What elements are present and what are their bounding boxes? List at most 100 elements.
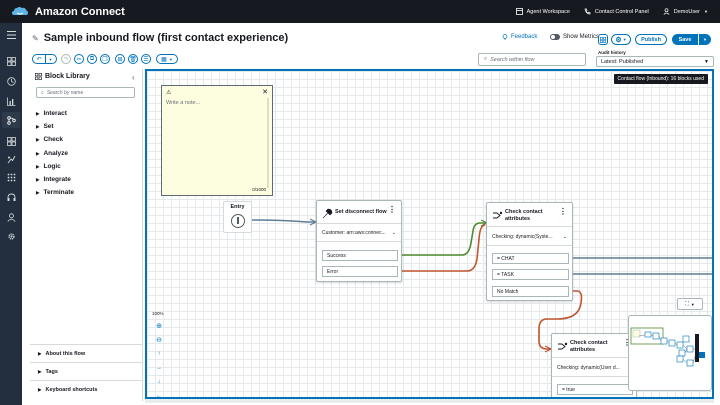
routing-icon[interactable]: [2, 112, 20, 128]
save-button[interactable]: Save: [672, 34, 698, 45]
kebab-menu-icon[interactable]: ⋮: [559, 207, 567, 216]
category-set[interactable]: ▶Set: [36, 123, 54, 130]
category-label: Terminate: [43, 189, 74, 196]
agent-workspace-link[interactable]: Agent Workspace: [516, 8, 570, 15]
pan-down-icon[interactable]: ↓: [153, 376, 165, 388]
category-label: Integrate: [43, 176, 70, 183]
menu-icon[interactable]: [5, 29, 17, 41]
category-interact[interactable]: ▶Interact: [36, 110, 67, 117]
warning-icon: ⚠: [166, 89, 171, 96]
keyboard-shortcuts-label: Keyboard shortcuts: [45, 387, 97, 393]
block-subtitle: Checking: dynamic(Syste...: [492, 234, 553, 240]
caret-right-icon: ▶: [38, 387, 41, 393]
notes-button[interactable]: ☰: [141, 54, 151, 64]
select-icon: ⊞: [117, 56, 122, 63]
tags-section[interactable]: ▶Tags: [30, 362, 143, 380]
category-integrate[interactable]: ▶Integrate: [36, 176, 71, 183]
chevron-down-icon[interactable]: ⌄: [563, 234, 567, 240]
headset-icon[interactable]: [5, 191, 17, 203]
zoom-in-icon[interactable]: ⊕: [153, 320, 165, 332]
zoom-out-icon[interactable]: ⊖: [153, 334, 165, 346]
undo-icon: ↶: [37, 56, 42, 63]
block-library-title: Block Library: [45, 73, 90, 80]
contact-control-panel-link[interactable]: Contact Control Panel: [584, 8, 649, 15]
nav-rail: [0, 23, 22, 405]
flow-canvas[interactable]: Contact flow (Inbound): 16 blocks used ⚠…: [145, 69, 714, 399]
analytics-icon[interactable]: [5, 95, 17, 107]
app-title: Amazon Connect: [35, 6, 125, 18]
flow-search-input[interactable]: ⌕ Search within flow: [478, 53, 586, 66]
minimap-icon: ⛶: [685, 301, 689, 307]
agent-apps-icon[interactable]: [5, 153, 17, 165]
cut-button[interactable]: ✂: [74, 54, 84, 64]
kebab-menu-icon[interactable]: ⋮: [388, 205, 396, 214]
minimap-toggle-button[interactable]: ⛶ ▼: [677, 298, 703, 310]
about-this-flow-section[interactable]: ▶About this flow: [30, 344, 143, 362]
branch-task[interactable]: = TASK: [492, 269, 569, 280]
zoom-controls: 100% ⊕ ⊖ ↑ → ↓ ←: [153, 311, 167, 399]
audit-history-select[interactable]: Latest: Published ▼: [596, 56, 714, 67]
block-title: Set disconnect flow: [335, 209, 387, 216]
redo-button[interactable]: ↷: [61, 54, 71, 64]
category-terminate[interactable]: ▶ Terminate: [36, 189, 74, 196]
pan-left-icon[interactable]: ←: [153, 390, 165, 399]
save-options-button[interactable]: ▼: [699, 34, 711, 45]
search-icon: ⌕: [41, 90, 44, 96]
check-attributes-icon: [557, 341, 568, 352]
undo-button[interactable]: ↶ ▼: [32, 54, 57, 64]
channels-icon[interactable]: [5, 135, 17, 147]
copy-button[interactable]: ⧉: [87, 54, 97, 64]
grid-icon[interactable]: [5, 171, 17, 183]
flow-settings-button[interactable]: ⚙ ▼: [611, 34, 631, 45]
category-check[interactable]: ▶Check: [36, 136, 63, 143]
category-analyze[interactable]: ▶Analyze: [36, 150, 68, 157]
layout-button[interactable]: ▦ ▼: [156, 54, 178, 64]
minimap[interactable]: [628, 315, 712, 391]
show-metrics-toggle[interactable]: Show Metrics: [550, 34, 599, 40]
category-logic[interactable]: ▶Logic: [36, 163, 61, 170]
settings-icon[interactable]: [5, 230, 17, 242]
caret-right-icon: ▶: [36, 190, 39, 196]
caret-right-icon: ▶: [36, 124, 39, 130]
caret-right-icon: ▶: [36, 164, 39, 170]
pan-up-icon[interactable]: ↑: [153, 348, 165, 360]
close-icon[interactable]: ✕: [262, 88, 268, 96]
delete-button[interactable]: 🗑: [128, 54, 138, 64]
users-icon[interactable]: [5, 211, 17, 223]
contact-control-panel-label: Contact Control Panel: [595, 9, 649, 15]
history-icon[interactable]: [5, 75, 17, 87]
keyboard-shortcuts-section[interactable]: ▶ Keyboard shortcuts: [30, 380, 143, 398]
caret-right-icon: ▶: [38, 351, 41, 357]
note-scrollbar[interactable]: [267, 98, 269, 188]
sticky-note[interactable]: ⚠ ✕ Write a note... 0/1000: [161, 85, 273, 196]
grid-view-button[interactable]: [598, 34, 608, 45]
flow-title[interactable]: Sample inbound flow (first contact exper…: [44, 32, 288, 44]
top-bar: Amazon Connect Agent Workspace Contact C…: [0, 0, 720, 23]
chevron-down-icon[interactable]: ⌄: [392, 230, 396, 236]
branch-no-match[interactable]: No Match: [492, 286, 569, 297]
collapse-chevron-icon[interactable]: ‹: [132, 73, 135, 82]
entry-block[interactable]: Entry: [223, 201, 252, 233]
dashboard-icon[interactable]: [5, 55, 17, 67]
canvas-horizontal-scrollbar[interactable]: [145, 399, 714, 403]
check-contact-attributes-block-2[interactable]: Check contact attributes ⋮ Checking: dyn…: [551, 333, 637, 399]
pan-right-icon[interactable]: →: [153, 362, 165, 374]
branch-true[interactable]: = true: [557, 384, 633, 395]
library-search-input[interactable]: ⌕ Search by name: [36, 87, 135, 98]
select-all-button[interactable]: ⊞: [115, 54, 125, 64]
branch-error[interactable]: Error: [322, 266, 398, 277]
set-disconnect-flow-block[interactable]: Set disconnect flow ⋮ Customer: arn:aws:…: [316, 200, 402, 282]
publish-button[interactable]: Publish: [635, 34, 667, 45]
flow-search-placeholder: Search within flow: [490, 57, 534, 63]
toggle-switch-icon: [550, 34, 560, 40]
paste-button[interactable]: ❐: [100, 54, 110, 64]
check-contact-attributes-block[interactable]: Check contact attributes ⋮ Checking: dyn…: [486, 202, 573, 301]
user-menu[interactable]: DemoUser ▼: [663, 8, 708, 15]
branch-chat[interactable]: = CHAT: [492, 253, 569, 264]
note-textarea[interactable]: Write a note...: [166, 100, 200, 106]
feedback-link[interactable]: Feedback: [502, 34, 537, 40]
entry-label: Entry: [224, 204, 251, 210]
branch-success[interactable]: Success: [322, 250, 398, 261]
pencil-icon[interactable]: ✎: [32, 34, 39, 43]
canvas-toolbar: ↶ ▼ ↷ ✂ ⧉ ❐ ⊞ 🗑 ☰ ▦ ▼ ⌕ Search within fl…: [22, 53, 720, 69]
